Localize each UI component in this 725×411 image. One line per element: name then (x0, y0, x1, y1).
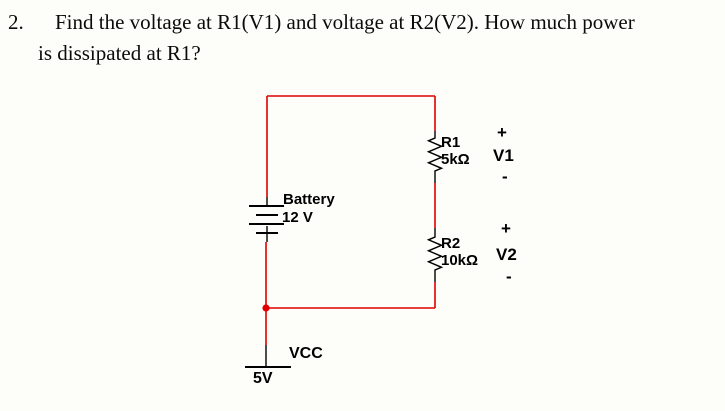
resistor-r2-label: R2 (441, 235, 461, 252)
question-block: 2. Find the voltage at R1(V1) and voltage… (0, 7, 725, 69)
vcc-value: 5V (253, 370, 273, 387)
resistor-r1-value: 5kΩ (441, 151, 470, 168)
v2-plus-sign: + (501, 219, 511, 238)
v1-minus-sign: - (502, 167, 508, 186)
resistor-r1-symbol (426, 131, 444, 183)
junction-dot (262, 304, 270, 312)
v1-plus-sign: + (497, 123, 507, 142)
question-text: Find the voltage at R1(V1) and voltage a… (55, 10, 635, 34)
vcc-label: VCC (289, 345, 323, 362)
vcc-rail-symbol (245, 345, 291, 369)
question-line-2: is dissipated at R1? (38, 41, 201, 65)
resistor-r2-value: 10kΩ (441, 252, 479, 269)
v2-minus-sign: - (506, 267, 512, 286)
battery-label: Battery (283, 191, 335, 208)
battery-symbol (249, 197, 284, 242)
question-number: 2. (8, 10, 24, 34)
v2-label: V2 (496, 245, 517, 264)
question-line-1: 2. Find the voltage at R1(V1) and voltage… (0, 7, 725, 38)
resistor-r2-symbol (426, 228, 444, 282)
resistor-r1-label: R1 (441, 134, 461, 151)
v1-label: V1 (493, 146, 514, 165)
battery-value: 12 V (282, 209, 313, 226)
